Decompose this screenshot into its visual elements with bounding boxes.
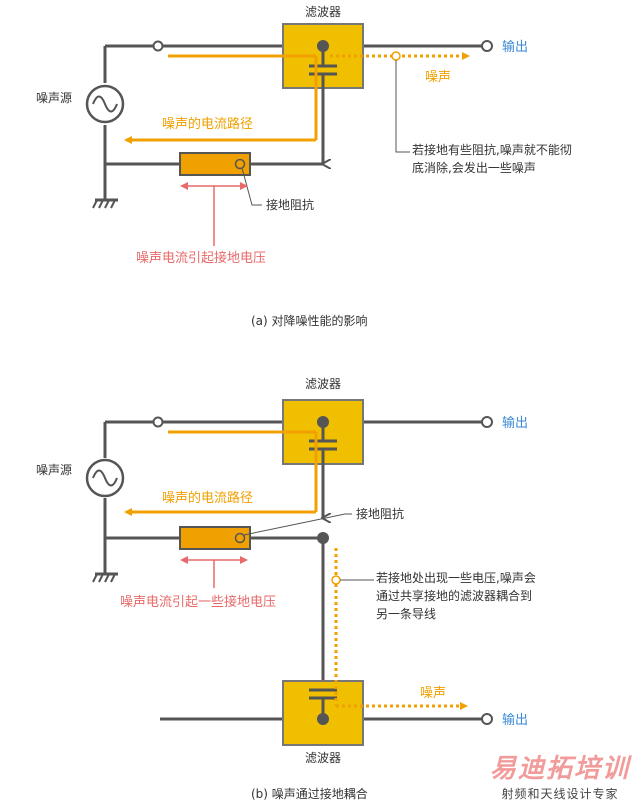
- voltage-label-b: 噪声电流引起一些接地电压: [120, 594, 276, 610]
- watermark-logo: 易迪拓培训: [489, 754, 630, 784]
- sine-wave-icon-b: [92, 469, 118, 487]
- noise-label-a: 噪声: [425, 70, 451, 85]
- impedance-leader-b: [243, 513, 352, 536]
- ground-icon-b: [92, 573, 116, 583]
- ground-impedance-box-a: [179, 152, 251, 176]
- diagram-b: 滤波器 滤波器 噪声源: [36, 377, 536, 801]
- output-label-a: 输出: [502, 39, 528, 55]
- note-b-line3: 另一条导线: [376, 607, 436, 621]
- source-label-b: 噪声源: [36, 463, 72, 477]
- ground-impedance-box-b: [179, 526, 251, 550]
- input-terminal-b: [152, 416, 164, 428]
- note-a-line1: 若接地有些阻抗,噪声就不能彻: [412, 142, 572, 157]
- watermark-subtitle: 射频和天线设计专家: [501, 787, 619, 801]
- note-b-line2: 通过共享接地的滤波器耦合到: [376, 588, 532, 603]
- watermark: 易迪拓培训 射频和天线设计专家: [490, 748, 630, 802]
- noise-path-label-a: 噪声的电流路径: [162, 116, 253, 132]
- ground-node-b: [317, 532, 329, 544]
- filter-label-b: 滤波器: [305, 377, 341, 391]
- caption-a: (a) 对降噪性能的影响: [251, 313, 368, 328]
- output2-label: 输出: [502, 712, 528, 728]
- diagram-a: 滤波器 噪声源 接地阻抗 噪声的电流路径: [36, 5, 572, 328]
- output-terminal-b2: [481, 713, 493, 725]
- impedance-marker-b: [234, 532, 246, 544]
- filter2-label: 滤波器: [305, 751, 341, 765]
- ground-impedance-label-b: 接地阻抗: [356, 506, 404, 521]
- note-b-line1: 若接地处出现一些电压,噪声会: [376, 570, 536, 585]
- caption-b: (b) 噪声通过接地耦合: [251, 786, 368, 801]
- note-a-line2: 底消除,会发出一些噪声: [412, 160, 536, 175]
- output-terminal-b: [481, 416, 493, 428]
- impedance-leader-a: [241, 167, 262, 206]
- filter2-node: [317, 713, 329, 725]
- note-leader-a: [395, 60, 410, 153]
- sine-wave-icon: [92, 95, 118, 113]
- output-terminal-a: [481, 40, 493, 52]
- noise-path-label-b: 噪声的电流路径: [162, 490, 253, 506]
- source-label-a: 噪声源: [36, 91, 72, 105]
- output-label-b: 输出: [502, 415, 528, 431]
- noise2-label: 噪声: [420, 686, 446, 701]
- ground-impedance-label-a: 接地阻抗: [266, 197, 314, 212]
- ground-icon: [92, 199, 116, 209]
- noise-marker-b: [331, 575, 341, 585]
- impedance-marker-a: [234, 158, 246, 170]
- input-terminal-a: [152, 40, 164, 52]
- noise-marker-a: [391, 51, 401, 61]
- filter-label-a: 滤波器: [305, 5, 341, 19]
- voltage-label-a: 噪声电流引起接地电压: [136, 250, 266, 266]
